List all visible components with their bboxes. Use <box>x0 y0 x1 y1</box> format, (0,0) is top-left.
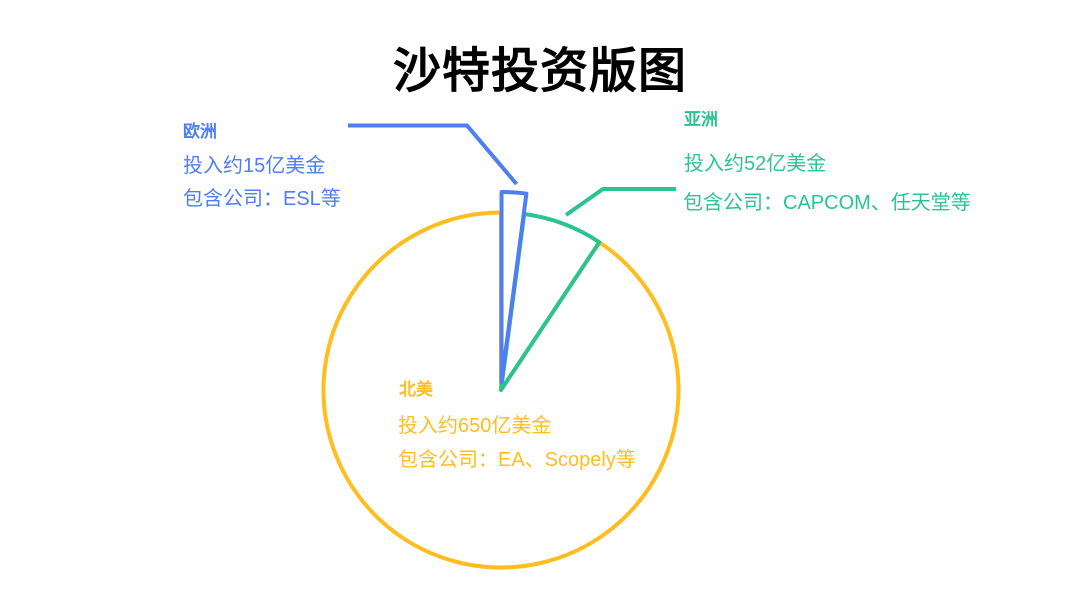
label-europe-investment: 投入约15亿美金 <box>183 155 326 177</box>
label-north-america-investment: 投入约650亿美金 <box>398 415 552 437</box>
chart-title: 沙特投资版图 <box>392 45 687 98</box>
leader-line-europe <box>348 123 519 186</box>
label-asia-investment: 投入约52亿美金 <box>684 153 827 175</box>
pie-slices <box>321 190 681 570</box>
label-asia-companies: 包含公司：CAPCOM、任天堂等 <box>683 192 971 214</box>
label-europe-companies: 包含公司：ESL等 <box>183 188 341 210</box>
leader-line-asia <box>564 187 676 217</box>
label-asia-title: 亚洲 <box>684 110 718 129</box>
pie-slice-asia <box>499 212 602 392</box>
label-north-america-title: 北美 <box>399 380 433 399</box>
label-europe-title: 欧洲 <box>183 122 217 141</box>
pie-slice-europe <box>499 190 529 385</box>
pie-slice-north-america <box>321 210 681 570</box>
label-north-america-companies: 包含公司：EA、Scopely等 <box>398 449 636 471</box>
